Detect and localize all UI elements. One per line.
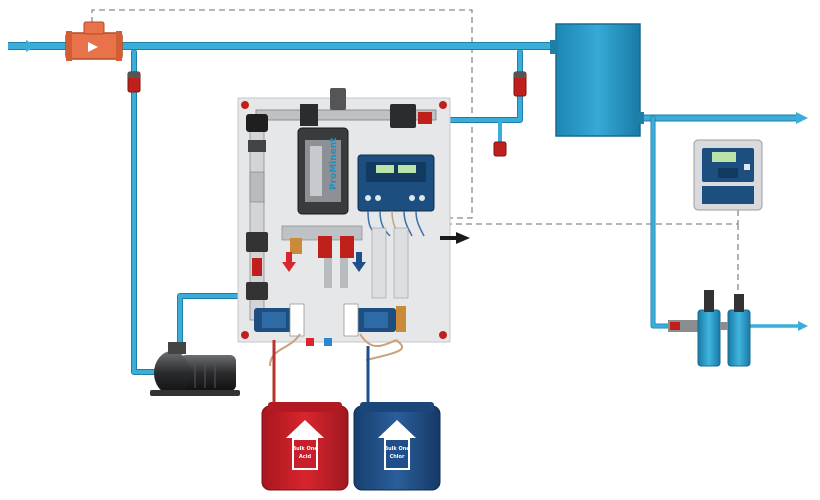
chlorine-canister-type: Chlor xyxy=(390,454,405,460)
panel-screw xyxy=(439,101,447,109)
remote-controller xyxy=(693,139,763,211)
inlet-valve xyxy=(65,21,123,61)
signal-line-valve xyxy=(91,9,473,219)
outlet-arrow-icon xyxy=(796,112,808,124)
chlorine-indicator xyxy=(324,338,332,346)
acid-indicator xyxy=(306,338,314,346)
dosing-panel: ProMinent xyxy=(237,88,470,346)
sensor-outlet-arrow-icon xyxy=(798,321,808,331)
sensor-assembly xyxy=(668,290,751,367)
panel-screw xyxy=(241,331,249,339)
controller-display xyxy=(712,152,736,162)
suction-tubes xyxy=(269,333,403,404)
sensor-housing xyxy=(727,309,751,367)
acid-direction-arrow-icon xyxy=(282,252,296,272)
brand-label: ProMinent xyxy=(329,137,339,190)
panel-screw xyxy=(439,331,447,339)
sensor-feed-pipe xyxy=(651,116,692,328)
pump-suction-pipe xyxy=(132,50,162,374)
valve-direction-icon xyxy=(88,42,98,52)
booster-pump xyxy=(150,342,240,396)
chlorine-canister: Bulk One Chlor xyxy=(353,402,441,491)
acid-canister-type: Acid xyxy=(299,454,312,460)
panel-screw xyxy=(241,101,249,109)
inlet-arrow-icon xyxy=(26,40,36,52)
chlorine-dosing-pump xyxy=(343,303,396,337)
water-tank xyxy=(550,23,644,137)
pump-discharge-pipe xyxy=(178,294,248,347)
chlorine-direction-arrow-icon xyxy=(352,252,366,272)
sensor-housing xyxy=(697,309,721,367)
signal-line-controller xyxy=(426,210,739,225)
pipe-fittings xyxy=(127,71,527,157)
signal-lines xyxy=(91,9,739,300)
acid-canister-label: Bulk One xyxy=(292,446,318,452)
acid-canister: Bulk One Acid xyxy=(261,402,349,491)
flow-direction-arrow-icon xyxy=(456,232,470,244)
chlorine-canister-label: Bulk One xyxy=(384,446,410,452)
acid-dosing-pump xyxy=(254,303,305,337)
